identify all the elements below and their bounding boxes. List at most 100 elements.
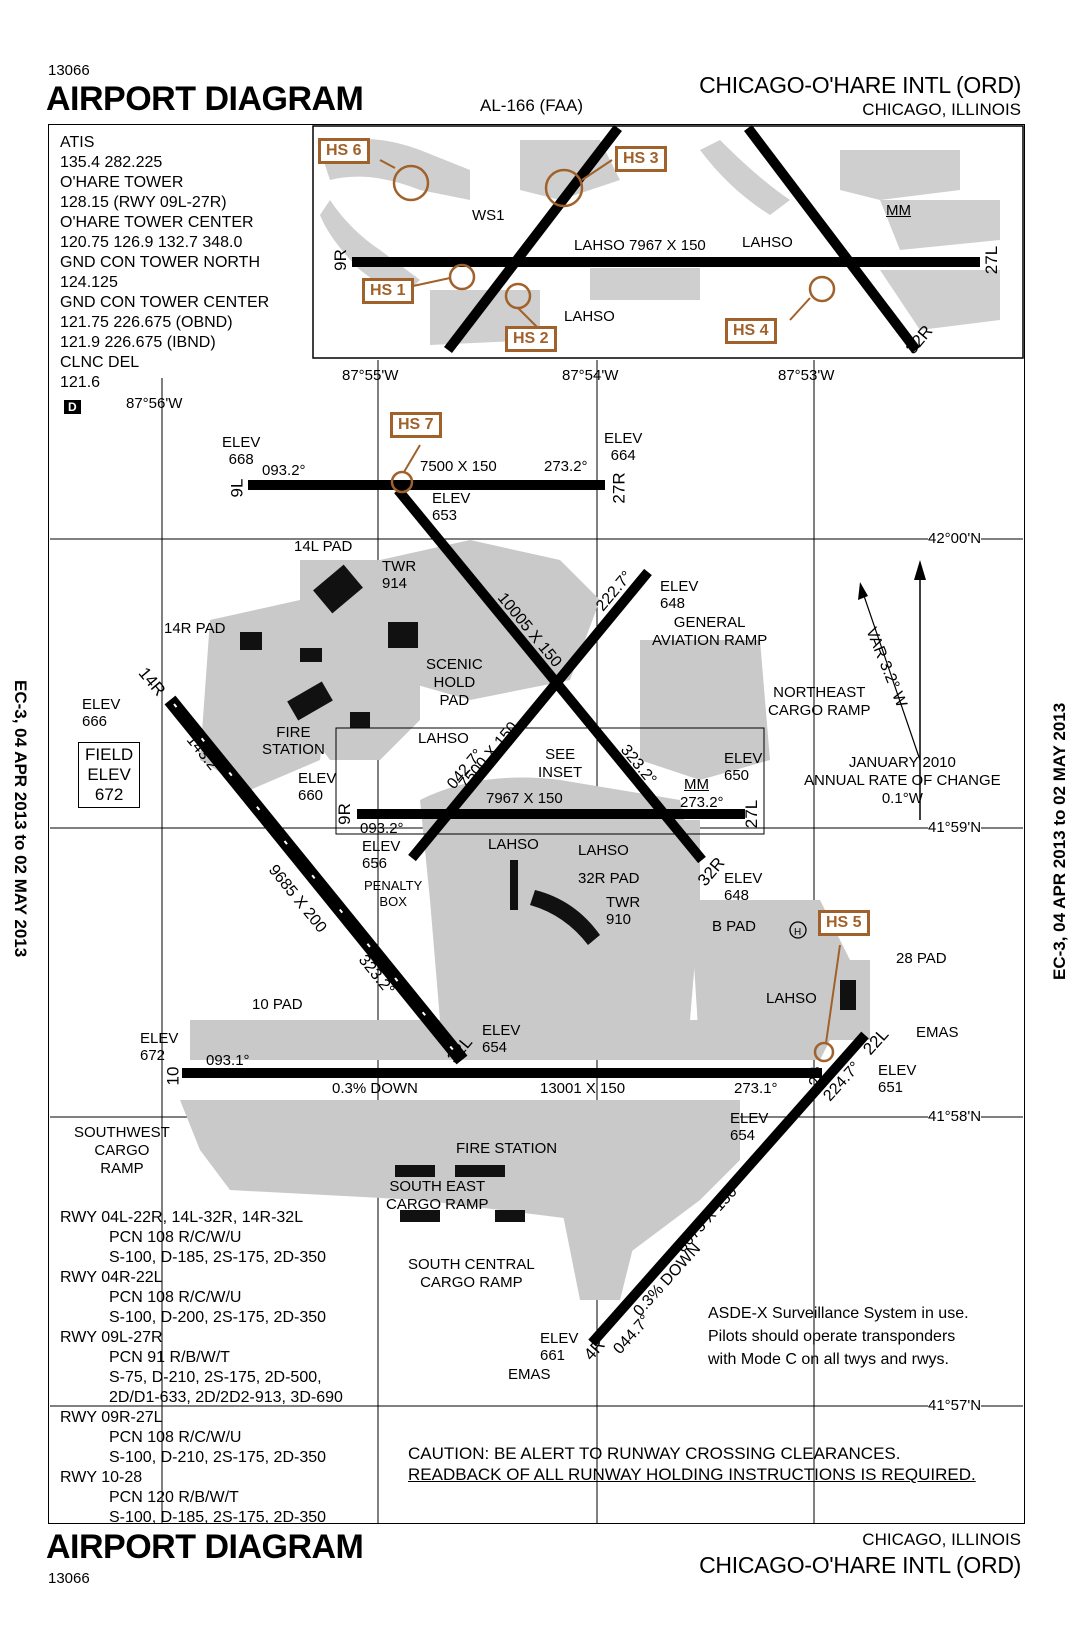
city-bottom: CHICAGO, ILLINOIS xyxy=(862,1530,1021,1549)
airport-name-bottom: CHICAGO-O'HARE INTL (ORD) xyxy=(699,1552,1021,1578)
lahso-4: LAHSO xyxy=(766,990,817,1007)
rwy-info-head: RWY 04R-22L xyxy=(60,1269,163,1286)
runway-4l-22r xyxy=(408,568,652,862)
rwy-9r-end: 9R xyxy=(334,803,354,825)
hs5-circle xyxy=(813,1041,835,1063)
rwy-info-line: S-100, D-185, 2S-175, 2D-350 xyxy=(109,1509,327,1526)
rwy-info-line: 2D/D1-633, 2D/2D2-913, 3D-690 xyxy=(109,1389,343,1406)
rwy-info-line: PCN 108 R/C/W/U xyxy=(109,1229,242,1246)
hs3-label[interactable]: HS 3 xyxy=(615,146,667,172)
frequency-list: ATIS 135.4 282.225 O'HARE TOWER 128.15 (… xyxy=(60,133,269,393)
lon-5553: 87°53'W xyxy=(778,367,835,384)
hs1-circle xyxy=(448,263,476,291)
pad-14l: 14L PAD xyxy=(294,538,353,555)
rwy-27r-end: 27R xyxy=(609,472,629,504)
rwy-10-hdg: 093.1° xyxy=(206,1052,250,1069)
rwy-info-head: RWY 10-28 xyxy=(60,1469,143,1486)
freq-line: O'HARE TOWER CENTER xyxy=(60,214,254,231)
rwy-info-line: S-100, D-210, 2S-175, 2D-350 xyxy=(109,1449,327,1466)
hs4-label[interactable]: HS 4 xyxy=(725,318,777,344)
pad-b: B PAD xyxy=(712,918,756,935)
rwy-info-head: RWY 09L-27R xyxy=(60,1329,163,1346)
rwy-9l-27r-dims: 7500 X 150 xyxy=(420,458,497,475)
caution-line-2: READBACK OF ALL RUNWAY HOLDING INSTRUCTI… xyxy=(408,1465,976,1484)
lat-4157: 41°57'N xyxy=(928,1397,982,1414)
freq-line: 135.4 282.225 xyxy=(60,154,163,171)
hs7-label[interactable]: HS 7 xyxy=(390,412,442,438)
pad-14r: 14R PAD xyxy=(164,620,226,637)
runway-14l-32r xyxy=(394,486,706,864)
penalty-box: PENALTY BOX xyxy=(364,878,423,909)
fire-station-1: FIRE STATION xyxy=(262,724,325,758)
hs6-circle xyxy=(392,164,430,202)
rwy-9r-27l-dims: 7967 X 150 xyxy=(486,790,563,807)
rwy-27l-hdg: 273.2° xyxy=(680,794,724,811)
ga-ramp: GENERAL AVIATION RAMP xyxy=(652,614,768,649)
hs1-label[interactable]: HS 1 xyxy=(362,278,414,304)
pad-32r: 32R PAD xyxy=(578,870,640,887)
lon-5554: 87°54'W xyxy=(562,367,619,384)
inset-rwy-27l: 27L xyxy=(982,245,1002,275)
rwy-10-28-dims: 13001 X 150 xyxy=(540,1080,626,1097)
lahso-3: LAHSO xyxy=(578,842,629,859)
inset-lahso-b: LAHSO xyxy=(564,308,615,325)
freq-line: 121.6 xyxy=(60,374,101,391)
fire-station-2: FIRE STATION xyxy=(456,1140,558,1157)
runway-4r-22l xyxy=(588,1031,869,1347)
rwy-info-line: S-100, D-185, 2S-175, 2D-350 xyxy=(109,1249,327,1266)
see-inset: SEE INSET xyxy=(538,746,583,781)
effective-left: EC-3, 04 APR 2013 to 02 MAY 2013 xyxy=(11,680,30,958)
inset-wsi: WS1 xyxy=(472,207,505,224)
pad-28: 28 PAD xyxy=(896,950,947,967)
hs4-circle xyxy=(808,275,836,303)
emas-2: EMAS xyxy=(508,1366,551,1383)
doc-number-top: 13066 xyxy=(48,62,90,79)
freq-line: GND CON TOWER NORTH xyxy=(60,254,261,271)
sw-cargo-ramp: SOUTHWEST CARGO RAMP xyxy=(74,1124,170,1177)
rwy-9r-hdg: 093.2° xyxy=(360,820,404,837)
hs7-circle xyxy=(390,470,414,494)
hs5-label[interactable]: HS 5 xyxy=(818,910,870,936)
freq-line: 128.15 (RWY 09L-27R) xyxy=(60,194,227,211)
inset-lahso: LAHSO xyxy=(742,234,793,251)
freq-line: ATIS xyxy=(60,134,95,151)
doc-number-bottom: 13066 xyxy=(48,1570,90,1587)
emas-1: EMAS xyxy=(916,1024,959,1041)
lahso-1: LAHSO xyxy=(418,730,469,747)
freq-line: 124.125 xyxy=(60,274,118,291)
rwy-10-slope: 0.3% DOWN xyxy=(332,1080,418,1097)
asde-note: ASDE-X Surveillance System in use. Pilot… xyxy=(708,1305,969,1368)
rwy-info-line: S-75, D-210, 2S-175, 2D-500, xyxy=(109,1369,322,1386)
lon-5556: 87°56'W xyxy=(126,395,183,412)
caution-note: CAUTION: BE ALERT TO RUNWAY CROSSING CLE… xyxy=(408,1443,976,1485)
hs6-label[interactable]: HS 6 xyxy=(318,138,370,164)
city-top: CHICAGO, ILLINOIS xyxy=(862,100,1021,119)
rwy-info-line: PCN 108 R/C/W/U xyxy=(109,1289,242,1306)
ne-cargo-ramp: NORTHEAST CARGO RAMP xyxy=(768,684,871,719)
rwy-10-end: 10 xyxy=(163,1066,183,1086)
hs2-label[interactable]: HS 2 xyxy=(505,326,557,352)
diagram-frame xyxy=(48,124,1025,1524)
freq-line: 120.75 126.9 132.7 348.0 xyxy=(60,234,243,251)
d-symbol-icon: D xyxy=(64,400,81,414)
mm-main: MM xyxy=(684,776,709,793)
inset-rwy-9r: 9R xyxy=(330,249,350,271)
lat-4200: 42°00'N xyxy=(928,530,982,547)
inset-outline xyxy=(335,727,765,835)
caution-line-1: CAUTION: BE ALERT TO RUNWAY CROSSING CLE… xyxy=(408,1444,901,1463)
inset-runway-4l-22r xyxy=(444,124,622,354)
lat-4159: 41°59'N xyxy=(928,819,982,836)
airport-name-top: CHICAGO-O'HARE INTL (ORD) xyxy=(699,72,1021,98)
